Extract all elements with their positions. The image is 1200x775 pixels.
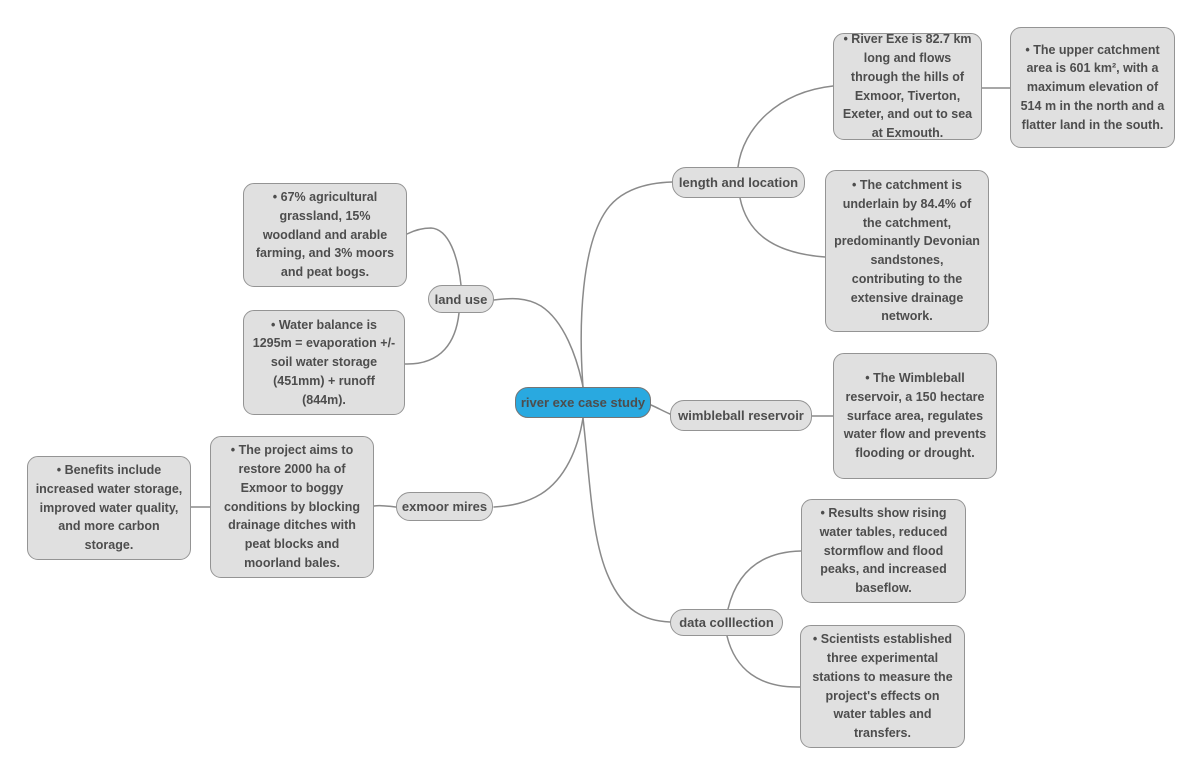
note-benefits[interactable]: • Benefits include increased water stora…: [27, 456, 191, 560]
note-results[interactable]: • Results show rising water tables, redu…: [801, 499, 966, 603]
note-upper-catchment[interactable]: • The upper catchment area is 601 km², w…: [1010, 27, 1175, 148]
central-topic[interactable]: river exe case study: [515, 387, 651, 418]
branch-label-data-colllection[interactable]: data colllection: [670, 609, 783, 636]
connector-length-to-catchment-geology-note: [739, 197, 826, 258]
connector-length-to-river-exe-note: [737, 85, 834, 168]
note-scientists[interactable]: • Scientists established three experimen…: [800, 625, 965, 748]
note-catchment-geology[interactable]: • The catchment is underlain by 84.4% of…: [825, 170, 989, 332]
connector-root-to-exmoor-mires: [493, 417, 584, 508]
note-river-exe-length[interactable]: • River Exe is 82.7 km long and flows th…: [833, 32, 982, 140]
connector-exmoor-to-project-note: [373, 504, 397, 508]
note-project-aims[interactable]: • The project aims to restore 2000 ha of…: [210, 436, 374, 578]
note-land-percentages[interactable]: • 67% agricultural grassland, 15% woodla…: [243, 183, 407, 287]
connector-land-use-to-percentages-note: [406, 227, 462, 286]
note-wimbleball-reservoir[interactable]: • The Wimbleball reservoir, a 150 hectar…: [833, 353, 997, 479]
connector-root-to-data-colllection: [582, 417, 671, 623]
connector-data-to-results-note: [727, 550, 802, 610]
branch-label-wimbleball-reservoir[interactable]: wimbleball reservoir: [670, 400, 812, 431]
connector-root-to-length-and-location: [580, 181, 673, 388]
connector-root-to-wimbleball-label: [650, 404, 671, 415]
connector-land-use-to-water-balance-note: [404, 312, 460, 365]
connector-data-to-scientists-note: [726, 635, 801, 688]
branch-label-length-and-location[interactable]: length and location: [672, 167, 805, 198]
note-water-balance[interactable]: • Water balance is 1295m = evaporation +…: [243, 310, 405, 415]
connector-root-to-land-use: [493, 297, 584, 388]
branch-label-land-use[interactable]: land use: [428, 285, 494, 313]
branch-label-exmoor-mires[interactable]: exmoor mires: [396, 492, 493, 521]
